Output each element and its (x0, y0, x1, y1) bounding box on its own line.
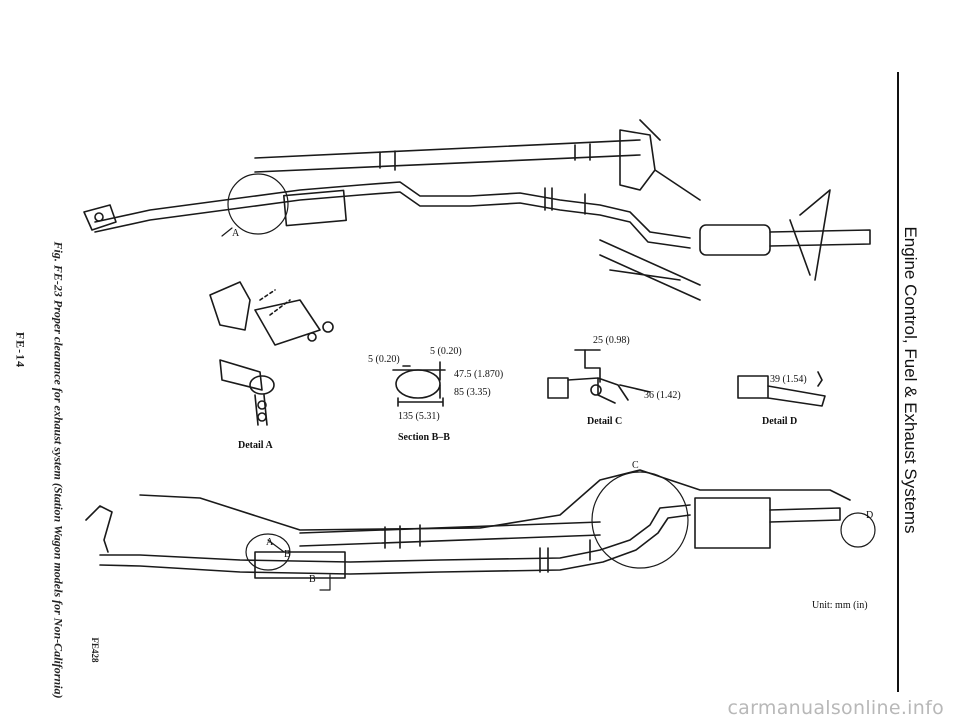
lower-callout-d: D (866, 510, 873, 521)
section-bb-title: Section B–B (398, 432, 450, 443)
upper-exhaust-pipe (94, 181, 691, 239)
watermark: carmanualsonline.info (727, 697, 944, 719)
upper-tail-pipe (769, 229, 871, 247)
lower-callout-a: A (266, 537, 274, 548)
figure-caption-text: Fig. FE-23 Proper clearance for exhaust … (51, 241, 66, 699)
section-bb-dim-left-gap: 5 (0.20) (368, 354, 400, 365)
lower-body-outline (139, 469, 851, 531)
lower-pre-muffler (254, 551, 346, 579)
detail-c-dim-top: 25 (0.98) (593, 335, 630, 346)
lower-detail-a-circle (245, 533, 291, 571)
detail-c-dim-side: 36 (1.42) (644, 390, 681, 401)
lower-exhaust-pipe (99, 504, 691, 563)
lower-tail-pipe (769, 507, 841, 523)
page-number-text: FE-14 (13, 331, 28, 369)
detail-a-title: Detail A (238, 440, 273, 451)
section-header-text: Engine Control, Fuel & Exhaust Systems (901, 226, 920, 534)
section-bb-dim-height: 47.5 (1.870) (454, 369, 503, 380)
lower-callout-c: C (632, 460, 639, 471)
detail-d-drawing (737, 371, 826, 407)
lower-callout-b2: B (309, 574, 316, 585)
lower-detail-d-circle (840, 512, 876, 548)
figure-code-text: FE428 (90, 637, 100, 663)
upper-callout-a: A (232, 228, 240, 239)
lower-main-muffler (694, 497, 771, 549)
detail-a-drawing (209, 281, 334, 426)
upper-propeller-shaft (254, 139, 641, 173)
upper-rear-body (619, 119, 701, 201)
header-rule (897, 72, 899, 692)
upper-pre-muffler (283, 189, 347, 227)
section-bb-dim-top-gap: 5 (0.20) (430, 346, 462, 357)
lower-detail-c-circle (591, 471, 689, 569)
lower-propeller-shaft (299, 521, 601, 547)
detail-c-title: Detail C (587, 416, 622, 427)
detail-d-title: Detail D (762, 416, 797, 427)
detail-c-drawing (547, 349, 651, 404)
lower-callout-b: B (284, 549, 291, 560)
section-bb-dim-width: 135 (5.31) (398, 411, 440, 422)
detail-d-dim-gap: 39 (1.54) (770, 374, 807, 385)
upper-exhaust-view (83, 119, 871, 301)
unit-note: Unit: mm (in) (812, 600, 868, 611)
upper-main-muffler (699, 224, 771, 256)
upper-detail-a-circle (227, 173, 289, 235)
lower-manifold-flange (85, 505, 113, 553)
lower-exhaust-view (85, 469, 876, 591)
section-bb-drawing (392, 361, 446, 407)
section-bb-dim-outer: 85 (3.35) (454, 387, 491, 398)
upper-manifold-flange (83, 204, 117, 231)
section-bb-pipe-oval (395, 369, 441, 399)
